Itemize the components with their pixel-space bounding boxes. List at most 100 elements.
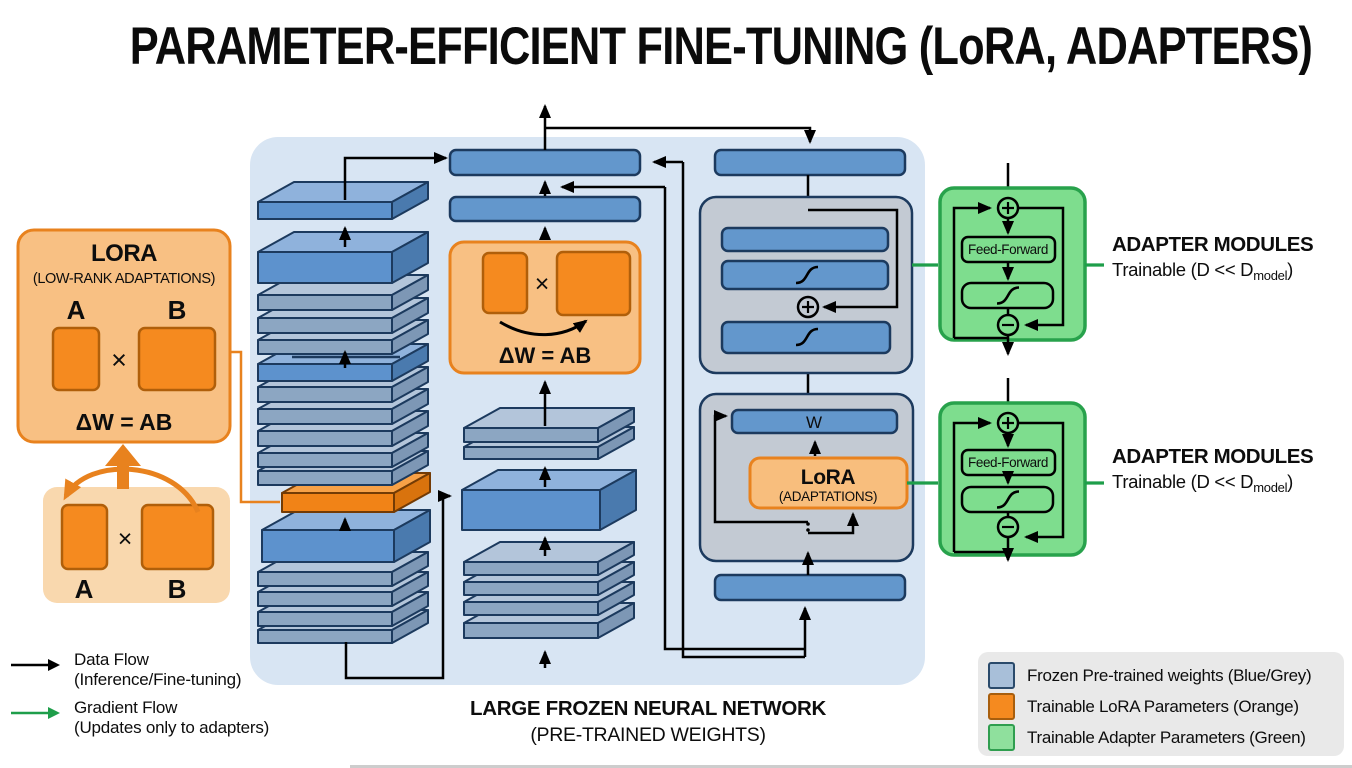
sigmoid-icon — [996, 490, 1020, 509]
page-title: PARAMETER-EFFICIENT FINE-TUNING (LoRA, A… — [0, 16, 1352, 77]
adapter-left-loop — [952, 417, 992, 552]
pair-matrix-a — [60, 503, 109, 571]
legend-row-frozen: Frozen Pre-trained weights (Blue/Grey) — [988, 660, 1344, 691]
delta-matrix-a — [481, 251, 529, 315]
add-circle-plus — [1002, 417, 1014, 429]
lora-matrix-a — [51, 326, 101, 392]
frozen-layer — [257, 452, 393, 468]
frozen-layer — [257, 251, 393, 284]
frozen-layer — [257, 386, 393, 403]
legend-row-lora: Trainable LoRA Parameters (Orange) — [988, 691, 1344, 722]
frozen-layer — [463, 622, 599, 639]
black-arrow-icon — [11, 659, 60, 671]
frozen-layer — [257, 363, 393, 382]
pair-up-arrow — [105, 444, 141, 489]
legend-row-adapter: Trainable Adapter Parameters (Green) — [988, 722, 1344, 753]
w-bar-label: W — [806, 413, 822, 432]
adapter-modules-title: ADAPTER MODULES — [1112, 445, 1314, 468]
legend-label: Frozen Pre-trained weights (Blue/Grey) — [1027, 665, 1312, 685]
green-arrow-icon — [11, 707, 60, 720]
lora-formula: ΔW = AB — [76, 409, 173, 435]
gradient-flow-text: Gradient Flow (Updates only to adapters) — [74, 698, 270, 738]
delta-times: × — [535, 270, 550, 298]
frozen-layer — [463, 561, 599, 576]
page-title-text: PARAMETER-EFFICIENT FINE-TUNING (LoRA, A… — [129, 17, 1313, 76]
data-flow-arrows — [339, 104, 816, 680]
lora-box-title: LORA — [91, 240, 157, 267]
sigmoid-icon — [795, 265, 819, 285]
left-stack-to-bar-arrow — [343, 152, 448, 200]
frozen-layer — [463, 601, 599, 616]
frozen-layer — [463, 581, 599, 596]
bottom-edge-strip — [350, 765, 1352, 768]
adapter-modules-title: ADAPTER MODULES — [1112, 233, 1314, 256]
delta-curved-arrow — [499, 319, 588, 337]
legend-label: Trainable Adapter Parameters (Green) — [1027, 727, 1306, 747]
frozen-layer — [463, 446, 599, 460]
middle-column — [448, 148, 642, 375]
adapter-modules-label-1: ADAPTER MODULES Trainable (D << Dmodel) — [1112, 232, 1352, 284]
subscript: model — [1253, 267, 1288, 283]
lora-matrix-b — [137, 326, 217, 392]
frozen-layer — [261, 529, 395, 563]
adapter-right-loop — [1018, 421, 1065, 543]
lora-adapt-sub: (ADAPTATIONS) — [779, 489, 877, 504]
frozen-weights-swatch — [988, 662, 1015, 689]
frozen-layer — [257, 571, 393, 587]
delta-matrix-b — [555, 250, 632, 317]
left-weight-stack — [257, 181, 431, 644]
lora-input-branch — [808, 512, 859, 535]
feed-forward-label: Feed-Forward — [968, 455, 1048, 470]
legend-label: Trainable LoRA Parameters (Orange) — [1027, 696, 1299, 716]
adapter-module-2 — [938, 378, 1087, 562]
lora-adapt-title: LoRA — [801, 466, 856, 489]
top-branch-to-right-arrow — [545, 126, 816, 144]
attention-skip-line — [808, 208, 899, 313]
frozen-layer — [461, 489, 601, 531]
network-caption: LARGE FROZEN NEURAL NETWORK (PRE-TRAINED… — [400, 696, 896, 748]
skip-route-a — [663, 187, 805, 651]
skip-route-b — [681, 162, 805, 659]
attn-bar-1 — [720, 226, 890, 253]
adapter-modules-label-2: ADAPTER MODULES Trainable (D << Dmodel) — [1112, 444, 1352, 496]
lora-connector-line — [230, 350, 280, 504]
sigmoid-icon — [996, 286, 1020, 305]
lora-box-subtitle: (LOW-RANK ADAPTATIONS) — [33, 271, 215, 287]
left-stack-bottom-route — [344, 490, 452, 680]
data-flow-row: Data Flow (Inference/Fine-tuning) — [10, 650, 269, 690]
w-loop-line — [713, 410, 808, 524]
delta-formula: ΔW = AB — [499, 343, 592, 368]
lora-b-label: B — [168, 295, 187, 325]
flow-legend: Data Flow (Inference/Fine-tuning) Gradie… — [10, 650, 269, 746]
dot — [806, 528, 810, 532]
adapter-modules-trainable: Trainable (D << Dmodel) — [1112, 470, 1294, 495]
add-circle-plus — [1002, 202, 1014, 214]
color-legend: Frozen Pre-trained weights (Blue/Grey) T… — [978, 652, 1344, 756]
caption-line-2: (PRE-TRAINED WEIGHTS) — [530, 723, 766, 746]
middle-weight-stack — [461, 407, 637, 639]
output-bar-2 — [448, 195, 642, 223]
add-circle-plus — [802, 301, 814, 313]
attn-bar-activation — [720, 259, 890, 291]
lora-params-swatch — [988, 693, 1015, 720]
frozen-layer — [257, 470, 393, 486]
adapter-left-loop — [952, 202, 992, 338]
right-column — [698, 148, 915, 602]
lora-injected-layer — [281, 492, 395, 513]
pair-matrix-b — [140, 503, 215, 571]
frozen-layer — [257, 339, 393, 355]
sigmoid-icon — [795, 327, 819, 347]
data-flow-text: Data Flow (Inference/Fine-tuning) — [74, 650, 242, 690]
pair-a-label: A — [75, 574, 94, 604]
transformer-input-bar — [713, 573, 907, 602]
frozen-layer — [257, 201, 393, 220]
frozen-layer — [257, 408, 393, 425]
pair-b-label: B — [168, 574, 187, 604]
feed-forward-label: Feed-Forward — [968, 242, 1048, 257]
gradient-flow-lines — [907, 263, 1104, 485]
pair-times: × — [118, 525, 133, 553]
frozen-layer — [257, 611, 393, 627]
gradient-flow-row: Gradient Flow (Updates only to adapters) — [10, 698, 269, 738]
adapter-params-swatch — [988, 724, 1015, 751]
